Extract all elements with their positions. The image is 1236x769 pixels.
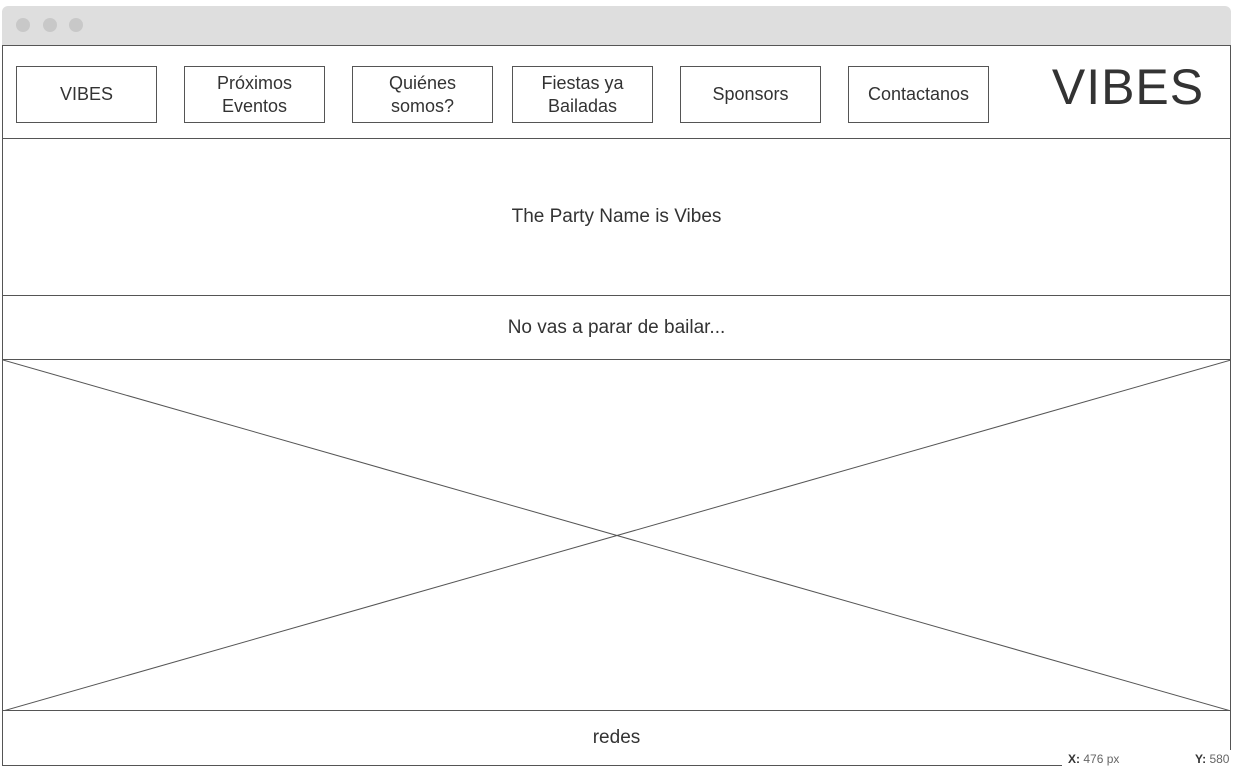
- image-placeholder-cross: [3, 360, 1231, 711]
- nav-button-fiestas-bailadas[interactable]: Fiestas ya Bailadas: [512, 66, 653, 123]
- y-coordinate: Y: 580: [1195, 752, 1229, 766]
- minimize-window-dot-icon[interactable]: [43, 18, 57, 32]
- y-value: 580: [1209, 752, 1230, 766]
- y-label: Y:: [1195, 752, 1207, 766]
- window-titlebar: [2, 6, 1231, 45]
- nav-button-vibes[interactable]: VIBES: [16, 66, 157, 123]
- x-label: X:: [1068, 752, 1080, 766]
- browser-window: VIBES Próximos Eventos Quiénes somos? Fi…: [2, 6, 1231, 766]
- image-placeholder: [3, 360, 1231, 711]
- nav-button-quienes-somos[interactable]: Quiénes somos?: [352, 66, 493, 123]
- hero-text: The Party Name is Vibes: [511, 206, 722, 227]
- footer-section: redes: [3, 710, 1230, 765]
- tagline-text: No vas a parar de bailar...: [507, 316, 726, 338]
- cursor-coordinates-readout: X: 476 px Y: 580: [1062, 750, 1236, 769]
- hero-section: The Party Name is Vibes: [3, 139, 1230, 296]
- maximize-window-dot-icon[interactable]: [69, 18, 83, 32]
- nav-button-sponsors[interactable]: Sponsors: [680, 66, 821, 123]
- tagline-section: No vas a parar de bailar...: [3, 296, 1230, 360]
- placeholder-diagonal-2: [3, 360, 1231, 711]
- navigation-bar: VIBES Próximos Eventos Quiénes somos? Fi…: [3, 46, 1230, 139]
- footer-social-text[interactable]: redes: [592, 727, 641, 748]
- page-frame: VIBES Próximos Eventos Quiénes somos? Fi…: [2, 45, 1231, 766]
- nav-button-contactanos[interactable]: Contactanos: [848, 66, 989, 123]
- x-value: 476 px: [1083, 752, 1120, 766]
- close-window-dot-icon[interactable]: [16, 18, 30, 32]
- x-coordinate: X: 476 px: [1068, 752, 1119, 766]
- nav-button-proximos-eventos[interactable]: Próximos Eventos: [184, 66, 325, 123]
- brand-logo-text: VIBES: [1051, 59, 1205, 115]
